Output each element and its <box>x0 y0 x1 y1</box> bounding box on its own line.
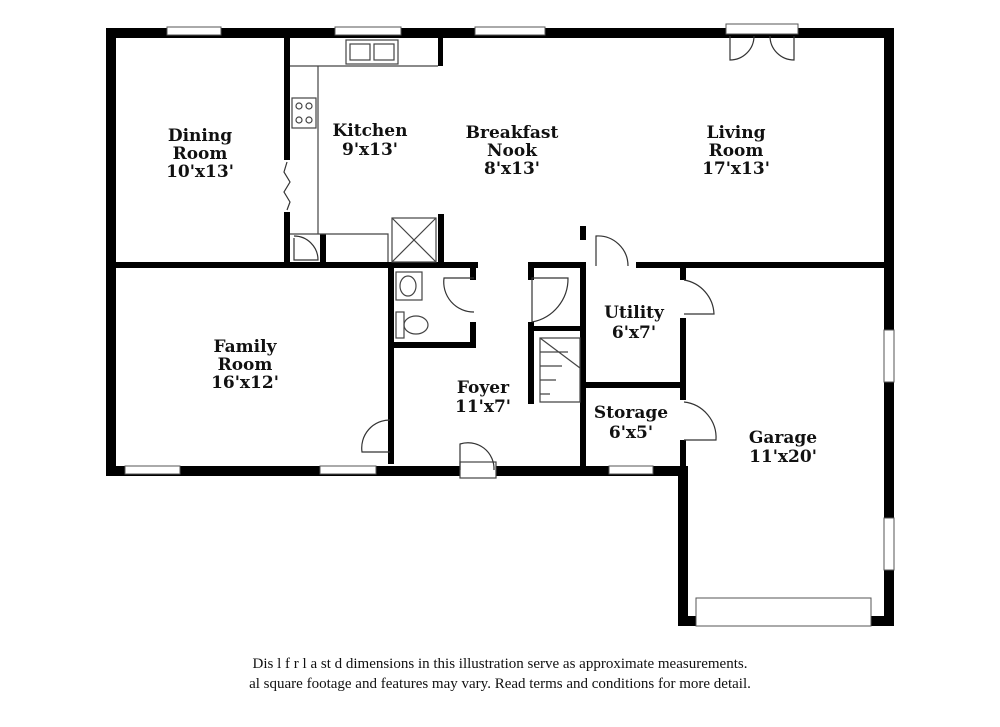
room-label-garage: Garage 11'x20' <box>749 428 817 467</box>
room-name: Kitchen <box>333 121 408 141</box>
room-size: 9'x13' <box>342 140 398 160</box>
disclaimer-line-2: al square footage and features may vary.… <box>249 676 751 692</box>
room-size: 10'x13' <box>166 162 234 182</box>
room-name: Garage <box>749 428 817 448</box>
exterior-walls <box>106 28 894 626</box>
room-name: Room <box>173 144 228 164</box>
doors <box>361 235 717 479</box>
room-label-dining: Dining Room 10'x13' <box>166 126 234 182</box>
room-name: Utility <box>604 303 665 323</box>
room-size: 6'x7' <box>612 323 656 343</box>
room-name: Foyer <box>457 378 510 398</box>
room-size: 16'x12' <box>211 373 279 393</box>
room-size: 6'x5' <box>609 423 653 443</box>
bath-fixtures <box>395 271 475 339</box>
room-label-storage: Storage 6'x5' <box>594 403 668 443</box>
interior-walls <box>116 38 884 472</box>
room-name: Dining <box>168 126 232 146</box>
room-name: Family <box>214 337 278 357</box>
room-label-living: Living Room 17'x13' <box>702 123 770 179</box>
room-label-utility: Utility 6'x7' <box>604 303 665 343</box>
room-label-kitchen: Kitchen 9'x13' <box>333 121 408 160</box>
room-name: Room <box>218 355 273 375</box>
room-size: 8'x13' <box>484 159 540 179</box>
disclaimer-line-1: Dis l f r l a st d dimensions in this il… <box>252 656 748 672</box>
room-label-nook: Breakfast Nook 8'x13' <box>466 123 559 179</box>
room-name: Room <box>709 141 764 161</box>
room-label-foyer: Foyer 11'x7' <box>455 378 511 417</box>
room-size: 11'x7' <box>455 397 511 417</box>
room-name: Nook <box>487 141 538 161</box>
room-size: 11'x20' <box>749 447 817 467</box>
kitchen-fixtures <box>283 39 438 263</box>
room-name: Living <box>707 123 766 143</box>
room-label-family: Family Room 16'x12' <box>211 337 279 393</box>
windows <box>124 26 895 627</box>
room-name: Breakfast <box>466 123 559 143</box>
room-size: 17'x13' <box>702 159 770 179</box>
french-doors <box>725 23 799 61</box>
room-name: Storage <box>594 403 668 423</box>
